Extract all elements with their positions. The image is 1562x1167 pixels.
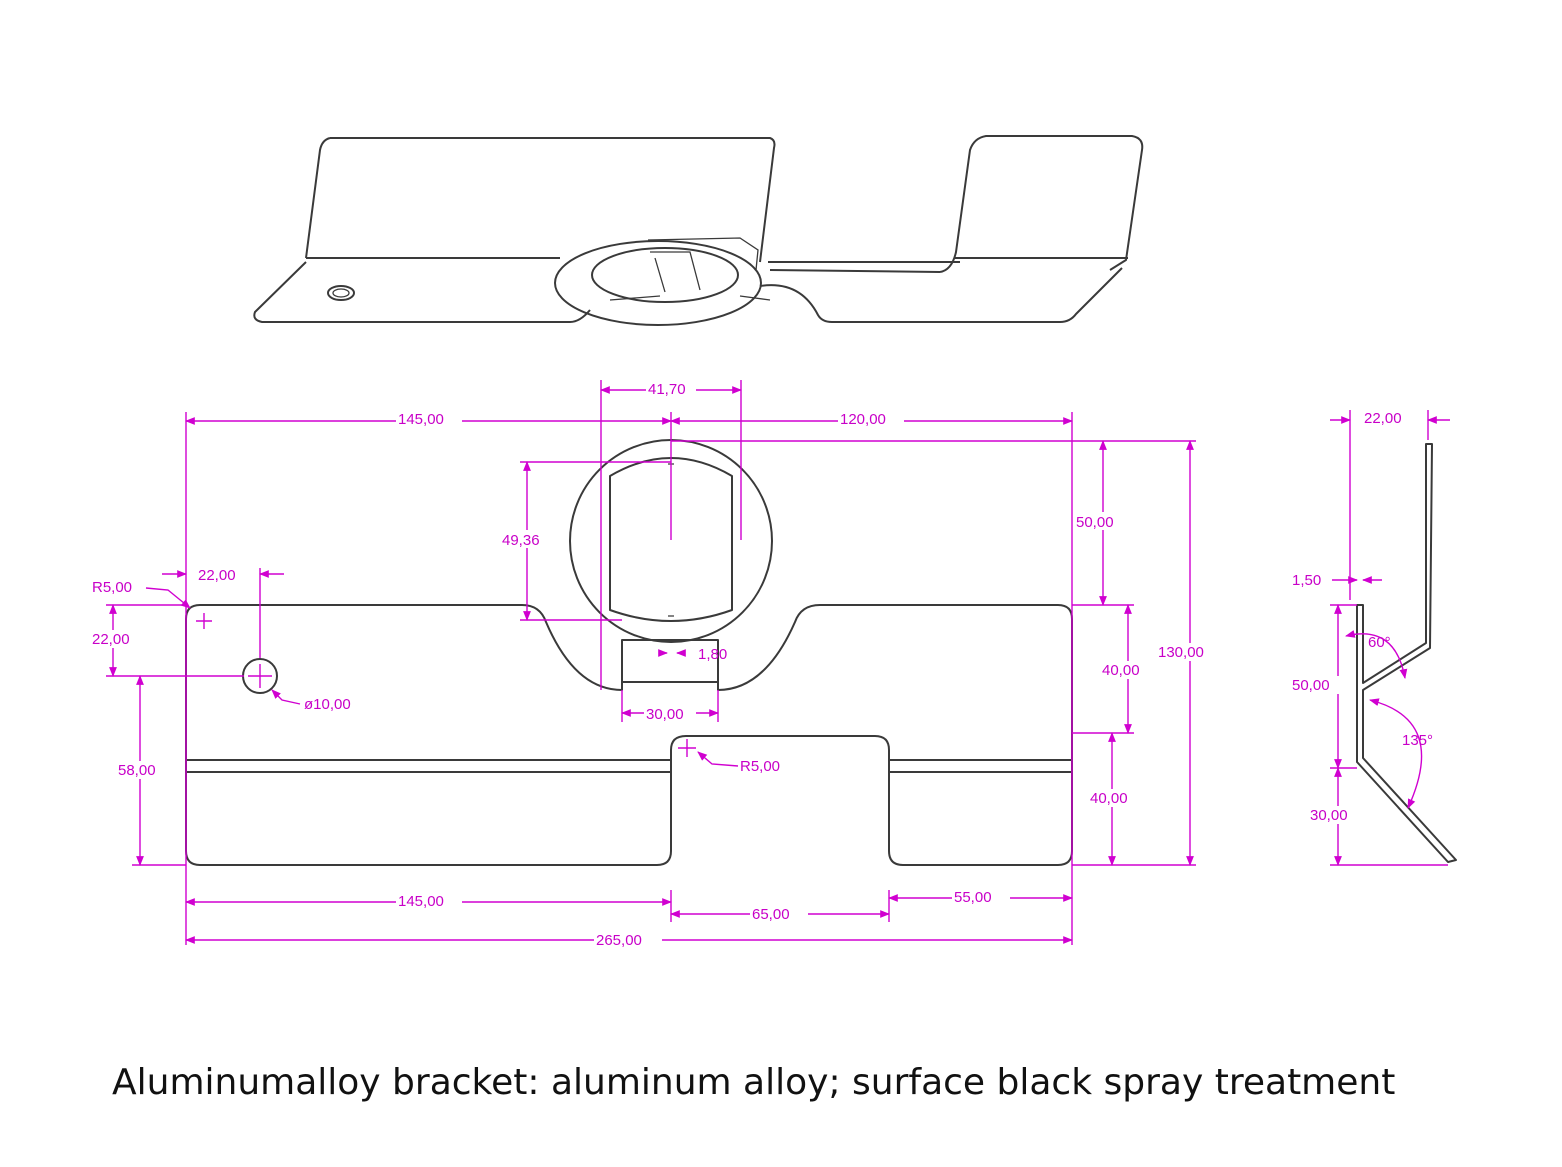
isometric-view xyxy=(253,135,1144,326)
dim-58: 58,00 xyxy=(118,762,156,779)
dim-40-upper: 40,00 xyxy=(1102,662,1140,679)
dim-120: 120,00 xyxy=(840,411,886,428)
dim-145-top: 145,00 xyxy=(398,411,444,428)
side-dim-50: 50,00 xyxy=(1292,677,1330,694)
side-dim-60-deg: 60° xyxy=(1368,634,1391,651)
dim-41-70: 41,70 xyxy=(648,381,686,398)
dim-40-lower: 40,00 xyxy=(1090,790,1128,807)
dim-r5-tab: R5,00 xyxy=(740,758,780,775)
side-dim-1-50: 1,50 xyxy=(1292,572,1321,589)
dim-r5-left: R5,00 xyxy=(92,579,132,596)
dim-1-80: 1,80 xyxy=(698,646,727,663)
dim-22-vertical: 22,00 xyxy=(92,631,130,648)
dim-phi10: ø10,00 xyxy=(304,696,351,713)
dim-30: 30,00 xyxy=(646,706,684,723)
side-dim-22: 22,00 xyxy=(1364,410,1402,427)
dim-49-36: 49,36 xyxy=(502,532,540,549)
dim-65: 65,00 xyxy=(752,906,790,923)
front-view xyxy=(185,439,1073,866)
side-dim-30: 30,00 xyxy=(1310,807,1348,824)
side-view xyxy=(1330,410,1457,866)
side-dim-135-deg: 135° xyxy=(1402,732,1433,749)
dim-265: 265,00 xyxy=(596,932,642,949)
dim-55: 55,00 xyxy=(954,889,992,906)
dim-130: 130,00 xyxy=(1158,644,1204,661)
dimension-labels: 145,00 41,70 120,00 49,36 50,00 R5,00 22… xyxy=(90,380,1433,949)
dim-22-horizontal: 22,00 xyxy=(198,567,236,584)
caption: Aluminumalloy bracket: aluminum alloy; s… xyxy=(112,1062,1396,1103)
dim-145-bottom: 145,00 xyxy=(398,893,444,910)
dim-50-right: 50,00 xyxy=(1076,514,1114,531)
